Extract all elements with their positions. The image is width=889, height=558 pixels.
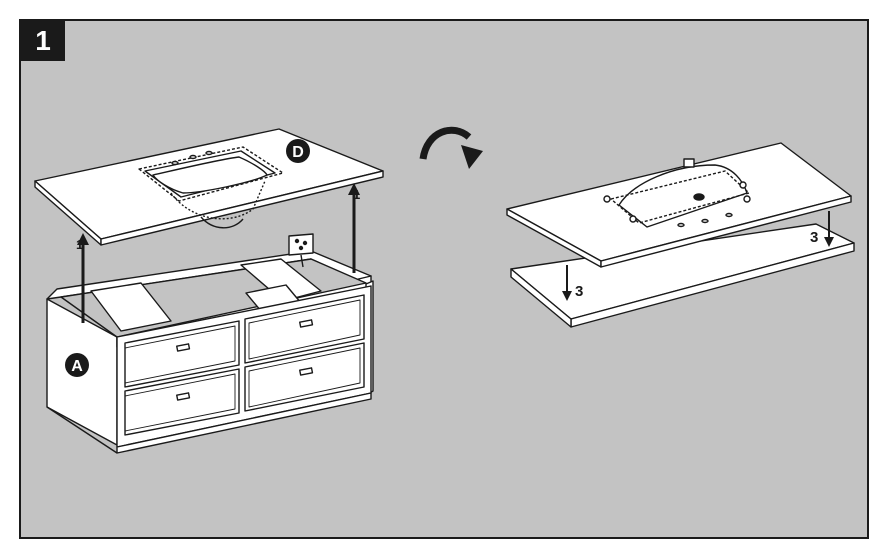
countertop-bottom-board bbox=[510, 223, 855, 328]
lift-arrow-left-label: 1 bbox=[76, 237, 83, 252]
lift-arrow-left: 1 bbox=[76, 233, 89, 323]
flip-arrow: 2 bbox=[419, 126, 483, 169]
place-arrow-upper-label: 3 bbox=[810, 229, 818, 246]
assembly-illustration: A D 1 bbox=[34, 126, 855, 454]
place-arrow-lower: 3 bbox=[562, 265, 583, 301]
part-label-d: D bbox=[286, 139, 310, 163]
step-number-badge: 1 bbox=[21, 21, 65, 61]
countertop-flipped bbox=[506, 142, 852, 268]
part-label-a-text: A bbox=[71, 358, 83, 375]
place-arrow-upper: 3 bbox=[810, 211, 834, 247]
place-arrow-lower-label: 3 bbox=[575, 283, 583, 300]
part-label-d-text: D bbox=[292, 144, 304, 161]
lift-arrow-right-label: 1 bbox=[353, 187, 360, 202]
part-label-a: A bbox=[65, 353, 89, 377]
cabinet-a bbox=[46, 233, 374, 454]
instruction-panel: 1 bbox=[19, 19, 869, 539]
flip-arrow-label: 2 bbox=[468, 146, 476, 162]
lift-arrow-right: 1 bbox=[348, 183, 360, 273]
vanity-top-d bbox=[34, 128, 384, 246]
